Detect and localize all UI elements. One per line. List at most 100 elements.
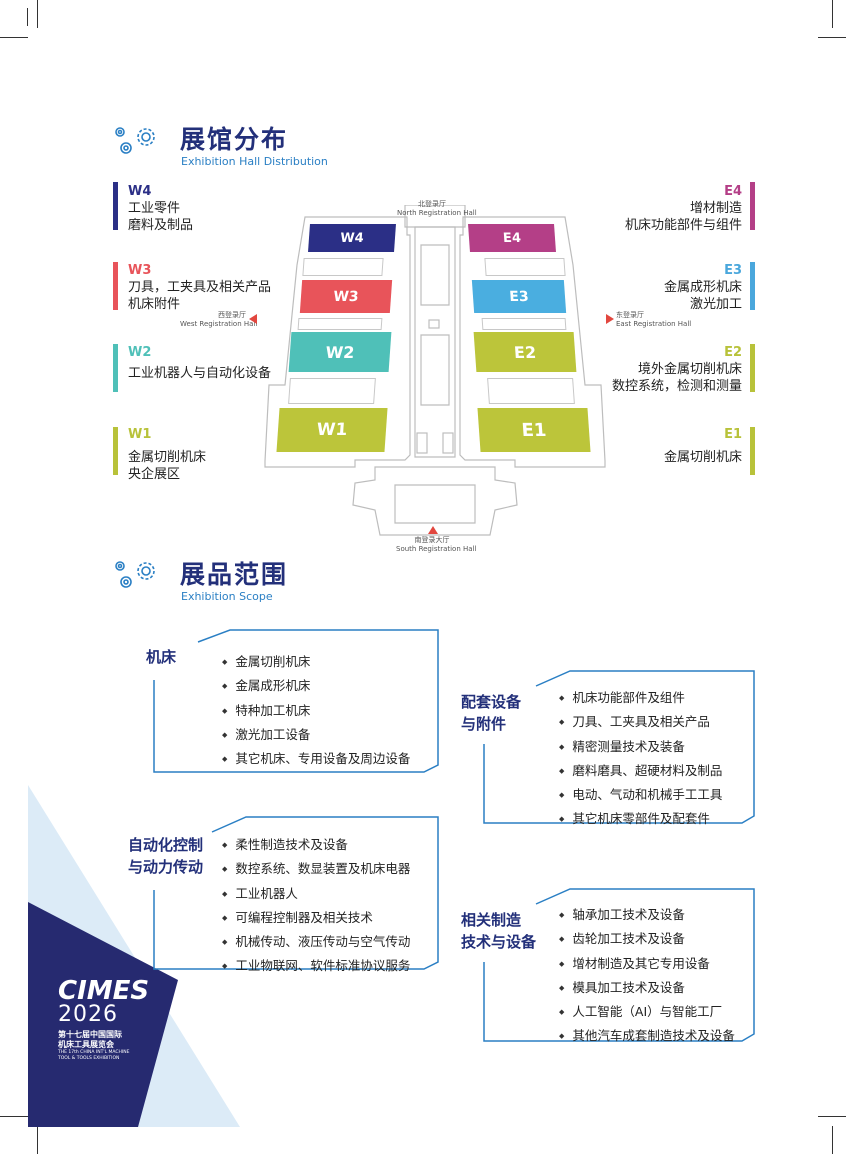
scope-section-title: 展品范围 <box>180 560 289 589</box>
legend-code: W1 <box>128 427 152 442</box>
logo-year: 2026 <box>58 1002 118 1027</box>
logo-name: CIMES <box>58 976 150 1006</box>
scope-category-machine-tools: 机床 <box>146 646 176 668</box>
hall-label: E3 <box>508 288 530 305</box>
floor-map-outline <box>264 205 606 536</box>
list-item: 精密测量技术及装备 <box>559 736 722 760</box>
legend-line: 境外金属切削机床 <box>637 362 742 377</box>
west-hall-cn: 西登录厅 <box>218 311 246 319</box>
list-item: 激光加工设备 <box>222 724 410 748</box>
crop-mark <box>0 37 28 38</box>
legend-code: W2 <box>128 345 152 360</box>
legend-w1: W1 金属切削机床 央企展区 <box>128 426 206 483</box>
hall-label: E4 <box>502 230 522 246</box>
hall-label: W3 <box>332 288 360 305</box>
plain-hall <box>487 378 575 404</box>
legend-w4: W4 工业零件 磨料及制品 <box>128 183 193 234</box>
hall-w3[interactable]: W3 <box>299 280 393 313</box>
hall-label: E2 <box>513 342 537 362</box>
legend-line: 数控系统，检测和测量 <box>611 379 742 394</box>
legend-line: 金属切削机床 <box>128 450 207 465</box>
list-item: 金属成形机床 <box>222 675 410 699</box>
legend-code: W4 <box>128 184 152 199</box>
hall-e2[interactable]: E2 <box>473 332 577 372</box>
north-hall-cn: 北登录厅 <box>418 200 446 208</box>
list-item: 工业机器人 <box>222 883 410 907</box>
hall-section-subtitle: Exhibition Hall Distribution <box>181 155 328 168</box>
legend-bar-e1 <box>750 427 755 475</box>
scope-box-frame <box>483 670 755 824</box>
category-line: 与附件 <box>461 715 507 733</box>
list-item: 其它机床零部件及配套件 <box>559 808 722 832</box>
crop-mark <box>832 0 833 28</box>
legend-code: E4 <box>724 184 742 199</box>
list-item: 数控系统、数显装置及机床电器 <box>222 858 410 882</box>
scope-list-related-tech: 轴承加工技术及设备 齿轮加工技术及设备 增材制造及其它专用设备 模具加工技术及设… <box>559 904 735 1050</box>
crop-mark <box>37 0 38 28</box>
scope-list-automation: 柔性制造技术及设备 数控系统、数显装置及机床电器 工业机器人 可编程控制器及相关… <box>222 834 410 980</box>
west-entrance-arrow <box>249 314 257 324</box>
hall-e3[interactable]: E3 <box>471 280 567 313</box>
hall-label: E1 <box>520 419 548 441</box>
scope-list-accessories: 机床功能部件及组件 刀具、工夹具及相关产品 精密测量技术及装备 磨料磨具、超硬材… <box>559 687 722 833</box>
legend-code: W3 <box>128 263 152 278</box>
legend-line: 磨料及制品 <box>128 218 194 233</box>
legend-line: 机床附件 <box>128 297 181 312</box>
list-item: 电动、气动和机械手工工具 <box>559 784 722 808</box>
list-item: 增材制造及其它专用设备 <box>559 953 735 977</box>
list-item: 刀具、工夹具及相关产品 <box>559 711 722 735</box>
hall-w1[interactable]: W1 <box>276 408 388 452</box>
list-item: 可编程控制器及相关技术 <box>222 907 410 931</box>
category-line: 配套设备 <box>461 693 522 711</box>
list-item: 人工智能（AI）与智能工厂 <box>559 1001 735 1025</box>
list-item: 机械传动、液压传动与空气传动 <box>222 931 410 955</box>
legend-w3: W3 刀具，工夹具及相关产品 机床附件 <box>128 262 271 313</box>
crop-mark <box>832 1126 833 1154</box>
west-hall-label: 西登录厅 West Registration Hall <box>180 311 257 329</box>
south-entrance-arrow <box>428 526 438 534</box>
south-hall-label: 南登录大厅 South Registration Hall <box>396 536 476 554</box>
list-item: 其他汽车成套制造技术及设备 <box>559 1025 735 1049</box>
north-hall-label: 北登录厅 North Registration Hall <box>397 200 477 218</box>
category-line: 相关制造 <box>461 911 522 929</box>
category-line: 技术与设备 <box>461 933 537 951</box>
legend-line: 激光加工 <box>689 297 742 312</box>
legend-line: 刀具，工夹具及相关产品 <box>128 280 272 295</box>
hall-label: W1 <box>316 420 348 440</box>
legend-code: E1 <box>724 427 742 442</box>
scope-box-frame <box>483 888 755 1042</box>
logo-en-line1: THE 17th CHINA INT'L MACHINE <box>58 1050 130 1055</box>
scope-list-machine-tools: 金属切削机床 金属成形机床 特种加工机床 激光加工设备 其它机床、专用设备及周边… <box>222 651 410 772</box>
list-item: 金属切削机床 <box>222 651 410 675</box>
crop-mark <box>37 1126 38 1154</box>
hall-e4[interactable]: E4 <box>468 224 556 252</box>
south-hall-cn: 南登录大厅 <box>414 536 450 544</box>
list-item: 齿轮加工技术及设备 <box>559 928 735 952</box>
plain-hall <box>481 318 567 330</box>
list-item: 其它机床、专用设备及周边设备 <box>222 748 410 772</box>
legend-bar-w3 <box>113 262 118 310</box>
category-line: 自动化控制 <box>128 836 204 854</box>
hall-e1[interactable]: E1 <box>477 408 591 452</box>
crop-mark <box>0 1116 28 1117</box>
legend-line: 工业机器人与自动化设备 <box>128 366 272 381</box>
plain-hall <box>484 258 566 276</box>
scope-box-frame <box>153 629 439 773</box>
legend-bar-w1 <box>113 427 118 475</box>
scope-box-frame <box>153 816 439 970</box>
legend-e3: E3 金属成形机床 激光加工 <box>664 262 742 313</box>
crop-mark <box>818 1116 846 1117</box>
east-hall-cn: 东登录厅 <box>616 311 644 319</box>
gears-icon <box>115 127 155 154</box>
hall-label: W4 <box>339 230 365 246</box>
legend-e1: E1 金属切削机床 <box>664 426 742 466</box>
list-item: 轴承加工技术及设备 <box>559 904 735 928</box>
hall-w2[interactable]: W2 <box>288 332 392 372</box>
legend-e2: E2 境外金属切削机床 数控系统，检测和测量 <box>612 344 742 395</box>
list-item: 工业物联网、软件标准协议服务 <box>222 955 410 979</box>
hall-w4[interactable]: W4 <box>308 224 396 252</box>
plain-hall <box>297 318 383 330</box>
legend-code: E3 <box>724 263 742 278</box>
navy-shape <box>28 902 178 1127</box>
